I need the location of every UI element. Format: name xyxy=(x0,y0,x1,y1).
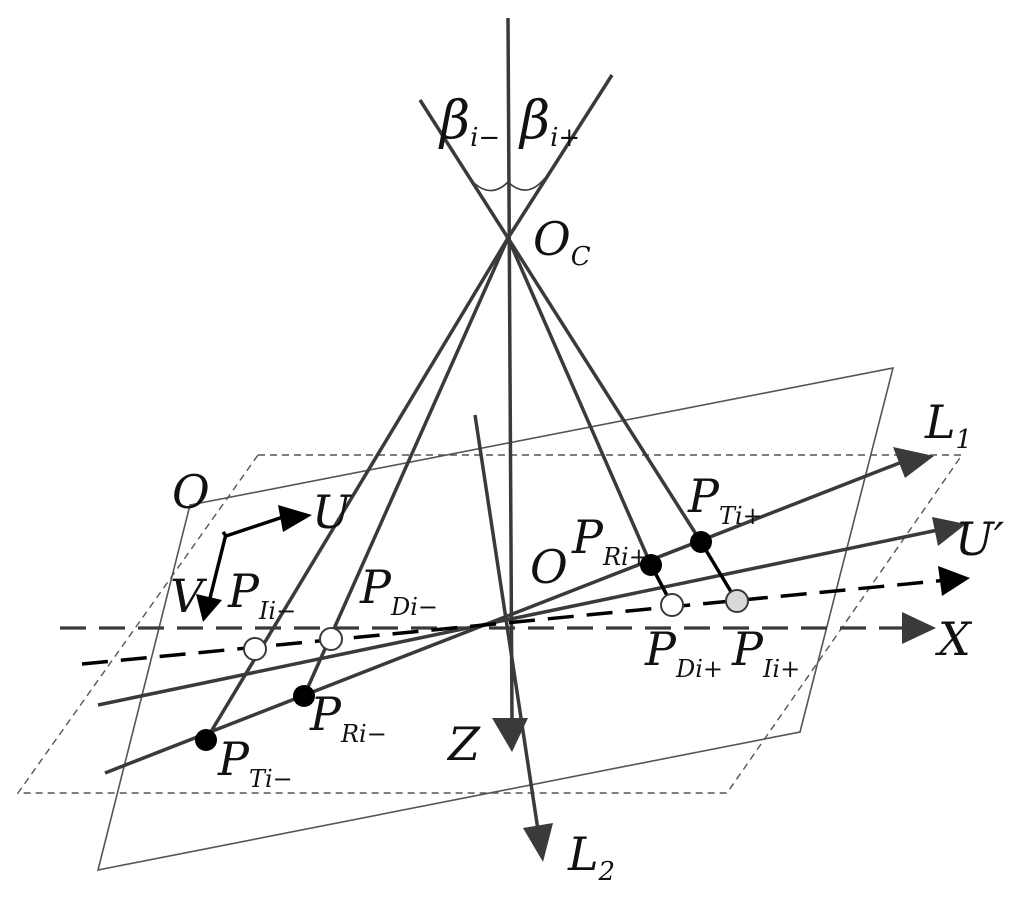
label-p-ti-plus: PTi+ xyxy=(687,469,763,530)
label-l1: L1 xyxy=(924,395,972,455)
projected-dashed-arrowhead xyxy=(938,566,970,596)
label-oc: OC xyxy=(533,212,591,272)
x-axis-arrowhead xyxy=(902,612,936,644)
point-p-ti-minus xyxy=(195,729,217,751)
ray-to-p-ri-minus xyxy=(302,237,510,697)
label-p-ii-plus: PIi+ xyxy=(731,622,800,683)
label-p-di-plus: PDi+ xyxy=(644,622,723,683)
point-p-di-minus xyxy=(319,627,343,651)
l2-line xyxy=(473,414,540,831)
image-plane xyxy=(96,366,895,872)
label-p-ii-minus: PIi− xyxy=(227,564,296,625)
ray-to-p-ti-minus xyxy=(204,237,510,741)
label-p-ti-minus: PTi− xyxy=(217,732,293,793)
label-beta-minus: βi− xyxy=(438,91,500,153)
point-p-ii-minus xyxy=(243,637,267,661)
z-axis-arrowhead xyxy=(492,718,528,752)
u-prime-line xyxy=(97,528,939,707)
l2-arrowhead xyxy=(523,823,553,862)
beta-minus-arc xyxy=(470,179,509,192)
label-x: X xyxy=(935,612,973,666)
ray-to-p-ri-plus xyxy=(506,237,653,566)
optical-axis xyxy=(506,17,514,723)
u-axis-arrow xyxy=(221,515,284,539)
label-o-left: O xyxy=(172,465,210,519)
point-p-di-plus xyxy=(660,593,684,617)
label-p-ri-minus: PRi− xyxy=(309,687,387,748)
label-l2: L2 xyxy=(567,827,615,887)
point-p-ri-minus xyxy=(293,685,315,707)
fov-edge-left xyxy=(418,99,510,239)
v-axis-arrow xyxy=(208,533,228,599)
label-o-center: O xyxy=(530,540,568,594)
l1-line xyxy=(104,460,903,775)
l1-arrowhead xyxy=(893,447,934,478)
label-z: Z xyxy=(446,717,481,771)
label-v: V xyxy=(170,569,208,623)
u-prime-arrowhead xyxy=(932,517,966,546)
projected-dashed-line xyxy=(81,578,949,666)
label-p-di-minus: PDi− xyxy=(359,560,438,621)
point-p-ii-plus xyxy=(725,589,749,613)
label-p-ri-plus: PRi+ xyxy=(571,510,649,571)
connector-ti-plus-ii-plus xyxy=(699,541,738,601)
ground-plane xyxy=(16,454,964,794)
beta-plus-arc xyxy=(507,177,546,191)
point-p-ri-plus xyxy=(640,554,662,576)
ray-to-p-ti-plus xyxy=(506,237,703,543)
v-arrowhead xyxy=(196,594,222,622)
label-u: U xyxy=(312,485,353,539)
label-u-prime: U′ xyxy=(955,512,1005,566)
label-beta-plus: βi+ xyxy=(518,91,580,153)
fov-edge-right xyxy=(506,74,614,239)
point-p-ti-plus xyxy=(690,531,712,553)
u-arrowhead xyxy=(278,505,312,532)
